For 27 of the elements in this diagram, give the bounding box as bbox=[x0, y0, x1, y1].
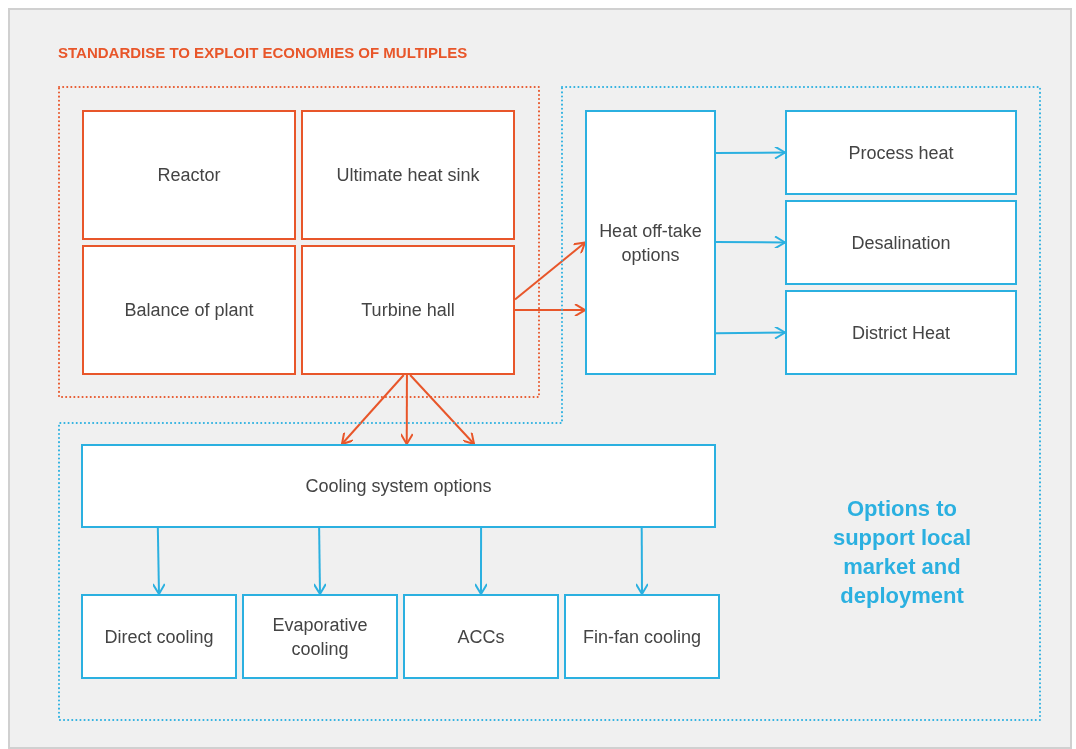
process-box: District Heat bbox=[785, 290, 1017, 375]
arrow bbox=[341, 374, 405, 445]
arrow bbox=[399, 374, 414, 445]
section-title: STANDARDISE TO EXPLOIT ECONOMIES OF MULTIPLES bbox=[58, 44, 468, 62]
arrow bbox=[514, 241, 586, 301]
arrow bbox=[715, 145, 786, 160]
process-box: Process heat bbox=[785, 110, 1017, 195]
arrow bbox=[312, 527, 327, 595]
region-label: Options to support local market and deployment bbox=[831, 495, 973, 610]
process-box: Turbine hall bbox=[301, 245, 515, 375]
arrow bbox=[151, 527, 166, 595]
process-box: Desalination bbox=[785, 200, 1017, 285]
process-box: Ultimate heat sink bbox=[301, 110, 515, 240]
process-box: Evaporative cooling bbox=[242, 594, 398, 679]
arrow bbox=[474, 527, 488, 595]
process-box: ACCs bbox=[403, 594, 559, 679]
arrow bbox=[715, 325, 786, 340]
process-box: Cooling system options bbox=[81, 444, 716, 528]
arrow bbox=[409, 374, 476, 445]
arrow bbox=[634, 527, 649, 595]
process-box: Heat off-take options bbox=[585, 110, 716, 375]
process-box: Balance of plant bbox=[82, 245, 296, 375]
process-box: Fin-fan cooling bbox=[564, 594, 720, 679]
arrow bbox=[514, 303, 586, 318]
process-box: Direct cooling bbox=[81, 594, 237, 679]
process-box: Reactor bbox=[82, 110, 296, 240]
arrow bbox=[715, 235, 786, 250]
